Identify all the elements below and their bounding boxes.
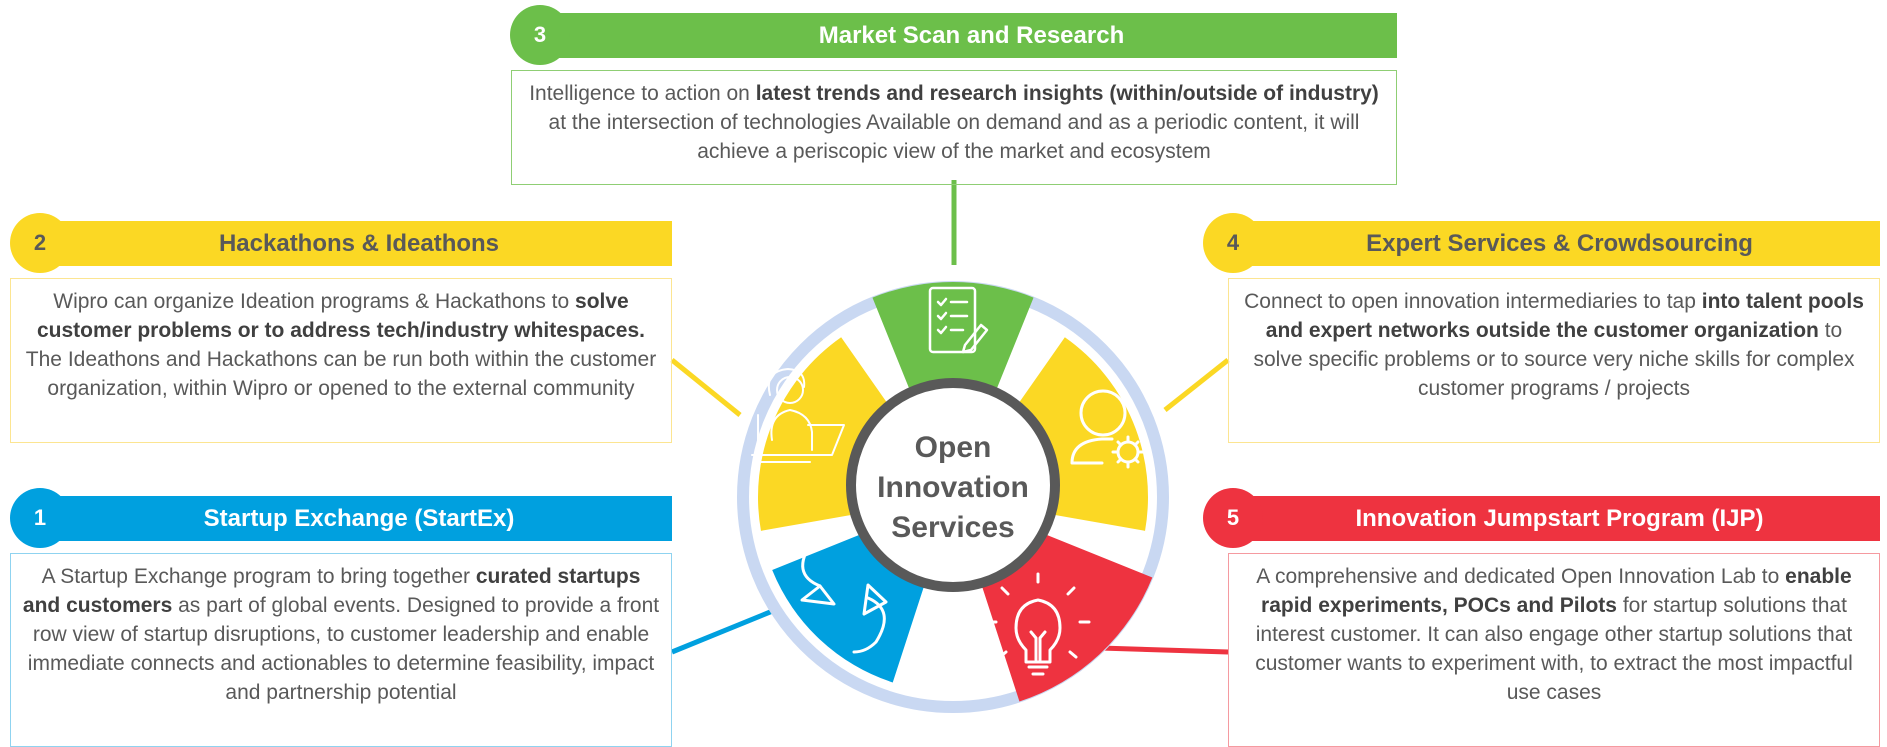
center-label-line3: Services [891,511,1014,544]
section-number-1: 1 [33,505,47,530]
lightbulb-icon [985,572,1091,676]
connector-line-2 [670,358,742,417]
description-text-run: A comprehensive and dedicated Open Innov… [1256,565,1786,588]
section-header-2: Hackathons & Ideathons 2 [10,213,672,273]
section-description-5: A comprehensive and dedicated Open Innov… [1228,553,1880,747]
description-text-run: solve customer problems or to address te… [36,290,645,342]
wheel-segments [757,281,1153,702]
section-title-bar-3: Market Scan and Research [546,13,1397,58]
section-header-4: Expert Services & Crowdsourcing 4 [1203,213,1880,273]
description-text-run: Intelligence to action on [529,82,756,105]
description-text-run: to solve specific problems or to source … [1253,319,1855,400]
section-header-1: Startup Exchange (StartEx) 1 [10,488,672,548]
description-text-run: A Startup Exchange program to bring toge… [41,565,476,588]
description-text-run: for startup solutions that interest cust… [1255,594,1853,704]
section-title-bar-4: Expert Services & Crowdsourcing [1239,221,1880,266]
center-label-line1: Open [915,431,992,464]
segment-hackathons [757,337,899,531]
segment-market-scan [872,281,1034,409]
section-header-5: Innovation Jumpstart Program (IJP) 5 [1203,488,1880,548]
section-number-badge-2: 2 [10,213,70,273]
section-title-1: Startup Exchange (StartEx) [203,504,515,532]
section-number-badge-4: 4 [1203,213,1263,273]
description-text-run: latest trends and research insights (wit… [755,82,1379,105]
connector-line-5 [1099,645,1229,655]
section-description-4: Connect to open innovation intermediarie… [1228,278,1880,443]
connector-line-4 [1163,358,1230,412]
section-title-bar-2: Hackathons & Ideathons [46,221,672,266]
center-hub [846,378,1060,592]
description-text-run: Connect to open innovation intermediarie… [1244,290,1702,313]
segment-expert-services [1007,337,1148,531]
section-title-3: Market Scan and Research [818,21,1125,49]
checklist-icon [928,286,989,354]
section-title-2: Hackathons & Ideathons [218,229,500,257]
section-number-badge-3: 3 [510,5,570,65]
connector-line-1 [671,607,776,655]
section-title-4: Expert Services & Crowdsourcing [1366,229,1753,257]
person-laptop-icon [751,368,845,463]
description-text-run: Wipro can organize Ideation programs & H… [53,290,576,313]
section-description-1: A Startup Exchange program to bring toge… [10,553,672,747]
section-title-5: Innovation Jumpstart Program (IJP) [1355,504,1764,532]
section-header-3: Market Scan and Research 3 [510,5,1397,65]
description-text-run: curated startups and customers [22,565,641,617]
center-label-line2: Innovation [877,471,1029,504]
section-title-bar-5: Innovation Jumpstart Program (IJP) [1239,496,1880,541]
section-number-3: 3 [533,22,547,47]
description-text-run: enable rapid experiments, POCs and Pilot… [1261,565,1852,617]
section-number-badge-5: 5 [1203,488,1263,548]
description-text-run: into talent pools and expert networks ou… [1265,290,1864,342]
section-number-2: 2 [33,230,47,255]
section-number-badge-1: 1 [10,488,70,548]
user-gear-icon [1070,389,1145,469]
description-text-run: as part of global events. Designed to pr… [27,594,660,704]
description-text-run: The Ideathons and Hackathons can be run … [25,348,657,400]
section-title-bar-1: Startup Exchange (StartEx) [46,496,672,541]
section-number-5: 5 [1226,505,1240,530]
section-number-4: 4 [1226,230,1240,255]
section-description-3: Intelligence to action on latest trends … [511,70,1397,185]
section-description-2: Wipro can organize Ideation programs & H… [10,278,672,443]
refresh-cycle-icon [800,530,888,654]
segment-startup-exchange [772,532,924,683]
description-text-run: at the intersection of technologies Avai… [548,111,1360,163]
